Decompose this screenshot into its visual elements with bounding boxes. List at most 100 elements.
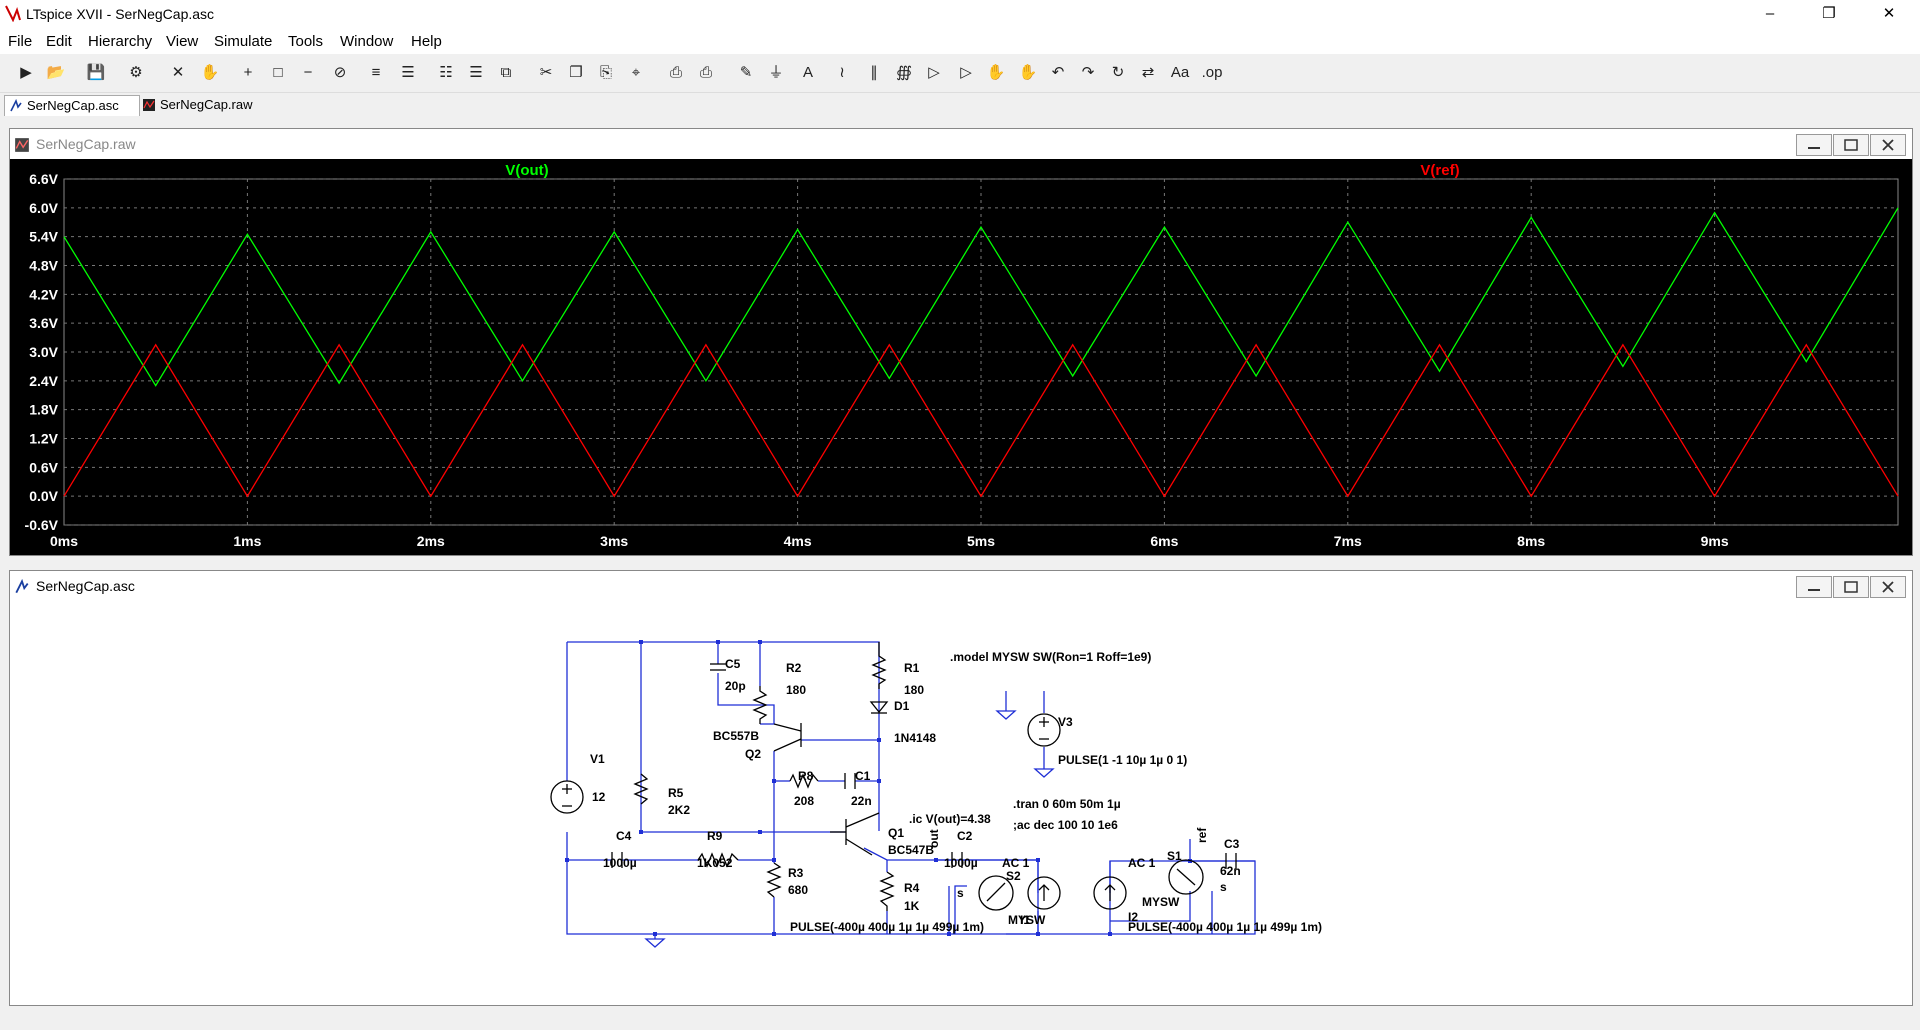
schematic-canvas[interactable]: .model MYSW SW(Ron=1 Roff=1e9) C5 20p R2… — [10, 601, 1910, 1005]
model-s1: MYSW — [1142, 895, 1180, 909]
drag-icon[interactable]: ✋ — [1018, 64, 1038, 81]
menu-tools[interactable]: Tools — [288, 33, 324, 50]
rotate-icon[interactable]: ↻ — [1111, 64, 1125, 81]
tab-waveform[interactable]: SerNegCap.raw — [138, 95, 278, 115]
menu-edit[interactable]: Edit — [46, 33, 72, 50]
close-button[interactable]: ✕ — [1882, 5, 1896, 22]
value-i1-ac: AC 1 — [1002, 856, 1030, 870]
ground-icon[interactable]: ⏚ — [768, 64, 784, 81]
redo-icon[interactable]: ↷ — [1081, 64, 1095, 81]
value-q2: BC557B — [713, 729, 759, 743]
y-tick-label: -0.6V — [25, 517, 59, 533]
label-net-icon[interactable]: A — [802, 64, 813, 81]
x-tick-label: 7ms — [1334, 533, 1362, 549]
y-tick-label: 6.0V — [29, 200, 58, 216]
value-r1: 180 — [904, 683, 924, 697]
menu-help[interactable]: Help — [411, 33, 442, 50]
label-r1: R1 — [904, 661, 920, 675]
x-tick-label: 2ms — [417, 533, 445, 549]
value-r3: 680 — [788, 883, 808, 897]
spice-directive-ac: ;ac dec 100 10 1e6 — [1013, 818, 1118, 832]
document-tabs: SerNegCap.asc SerNegCap.raw — [0, 93, 1920, 117]
inductor-icon[interactable]: ∰ — [896, 64, 912, 81]
print-icon[interactable]: ⎙ — [669, 64, 682, 81]
cut-icon[interactable]: ✂ — [539, 64, 553, 81]
maximize-button[interactable]: ❐ — [1822, 5, 1836, 22]
y-tick-label: 2.4V — [29, 373, 58, 389]
waveform-plot[interactable]: 6.6V6.0V5.4V4.8V4.2V3.6V3.0V2.4V1.8V1.2V… — [10, 159, 1912, 555]
label-c2: C2 — [957, 829, 973, 843]
value-c2: 1000µ — [944, 856, 978, 870]
value-i1-pulse: PULSE(-400µ 400µ 1µ 1µ 499µ 1m) — [790, 920, 984, 934]
label-q2: Q2 — [745, 747, 761, 761]
waveform-window-title: SerNegCap.raw — [36, 136, 136, 152]
value-c4: 1000µ — [603, 856, 637, 870]
text-icon[interactable]: Aa — [1170, 64, 1190, 81]
diode-icon[interactable]: ▷ — [928, 64, 940, 81]
menu-hierarchy[interactable]: Hierarchy — [88, 33, 153, 50]
label-v3: V3 — [1058, 715, 1073, 729]
ground-icon — [644, 710, 1055, 948]
schematic-icon — [10, 99, 22, 112]
open-icon[interactable]: 📂 — [46, 64, 66, 81]
pin-s-s2: s — [957, 886, 964, 900]
resistor-icon[interactable]: ≀ — [839, 64, 845, 81]
undo-icon[interactable]: ↶ — [1051, 64, 1065, 81]
component-icon[interactable]: ▷ — [960, 64, 972, 81]
schematic-window-titlebar: SerNegCap.asc — [10, 571, 1912, 601]
zoom-in-icon[interactable]: + — [243, 64, 253, 81]
capacitor-icon[interactable]: ∥ — [870, 64, 878, 81]
minimize-button[interactable]: – — [1765, 5, 1775, 22]
cursor-grid-icon[interactable]: ☰ — [401, 64, 415, 81]
tile-vertical-icon[interactable]: ☰ — [469, 64, 483, 81]
x-tick-label: 3ms — [600, 533, 628, 549]
menu-view[interactable]: View — [166, 33, 199, 50]
autorange-icon[interactable]: ≡ — [371, 64, 381, 81]
waveform-minimize-button[interactable] — [1796, 134, 1832, 156]
title-bar: LTspice XVII - SerNegCap.asc – ❐ ✕ — [0, 0, 1920, 28]
tab-label: SerNegCap.raw — [160, 97, 253, 112]
pan-icon[interactable]: ✋ — [200, 64, 220, 81]
x-tick-label: 0ms — [50, 533, 78, 549]
x-tick-label: 4ms — [784, 533, 812, 549]
waveform-icon — [15, 138, 29, 152]
find-icon[interactable]: ⌖ — [631, 64, 641, 81]
schematic-close-button[interactable] — [1870, 576, 1906, 598]
print-setup-icon[interactable]: ⎙ — [699, 64, 712, 81]
x-tick-label: 5ms — [967, 533, 995, 549]
paste-icon[interactable]: ⎘ — [599, 64, 612, 81]
toolbar: ▶ 📂 💾 ⚙ ✕ ✋ + □ − ⊘ ≡ ☰ ☷ ☰ ⧉ ✂ ❐ ⎘ ⌖ ⎙ ⎙ ✎ ⏚ A ≀ ∥ ∰ ▷ ▷ ✋ ✋ ↶ ↷ ↻ ⇄ Aa .op — [0, 54, 1920, 93]
draw-wire-icon[interactable]: ✎ — [739, 64, 753, 81]
spice-directive-ic: .ic V(out)=4.38 — [909, 812, 991, 826]
waveform-close-button[interactable] — [1870, 134, 1906, 156]
halt-icon[interactable]: ✕ — [171, 64, 185, 81]
tab-schematic[interactable]: SerNegCap.asc — [4, 95, 140, 116]
ltspice-app-icon — [5, 5, 21, 22]
copy-icon[interactable]: ❐ — [569, 64, 583, 81]
schematic-minimize-button[interactable] — [1796, 576, 1832, 598]
zoom-full-icon[interactable]: □ — [273, 64, 283, 81]
control-panel-icon[interactable]: ⚙ — [129, 64, 143, 81]
series-line-vout — [63, 207, 1899, 387]
spice-directive-icon[interactable]: .op — [1201, 64, 1223, 81]
x-tick-label: 8ms — [1517, 533, 1545, 549]
move-icon[interactable]: ✋ — [986, 64, 1006, 81]
value-q1: BC547B — [888, 843, 934, 857]
y-tick-label: 4.2V — [29, 286, 58, 302]
menu-window[interactable]: Window — [340, 33, 394, 50]
run-icon[interactable]: ▶ — [20, 64, 32, 81]
label-r3: R3 — [788, 866, 804, 880]
mirror-icon[interactable]: ⇄ — [1141, 64, 1155, 81]
value-r4: 1K — [904, 899, 920, 913]
menu-file[interactable]: File — [8, 33, 33, 50]
tile-horizontal-icon[interactable]: ☷ — [439, 64, 453, 81]
menu-simulate[interactable]: Simulate — [214, 33, 273, 50]
save-icon[interactable]: 💾 — [86, 64, 106, 81]
label-i1: I1 — [1020, 913, 1030, 927]
zoom-out-icon[interactable]: − — [303, 64, 313, 81]
y-tick-label: 6.6V — [29, 171, 58, 187]
waveform-restore-button[interactable] — [1833, 134, 1869, 156]
zoom-cancel-icon[interactable]: ⊘ — [333, 64, 347, 81]
cascade-icon[interactable]: ⧉ — [500, 64, 512, 81]
schematic-restore-button[interactable] — [1833, 576, 1869, 598]
